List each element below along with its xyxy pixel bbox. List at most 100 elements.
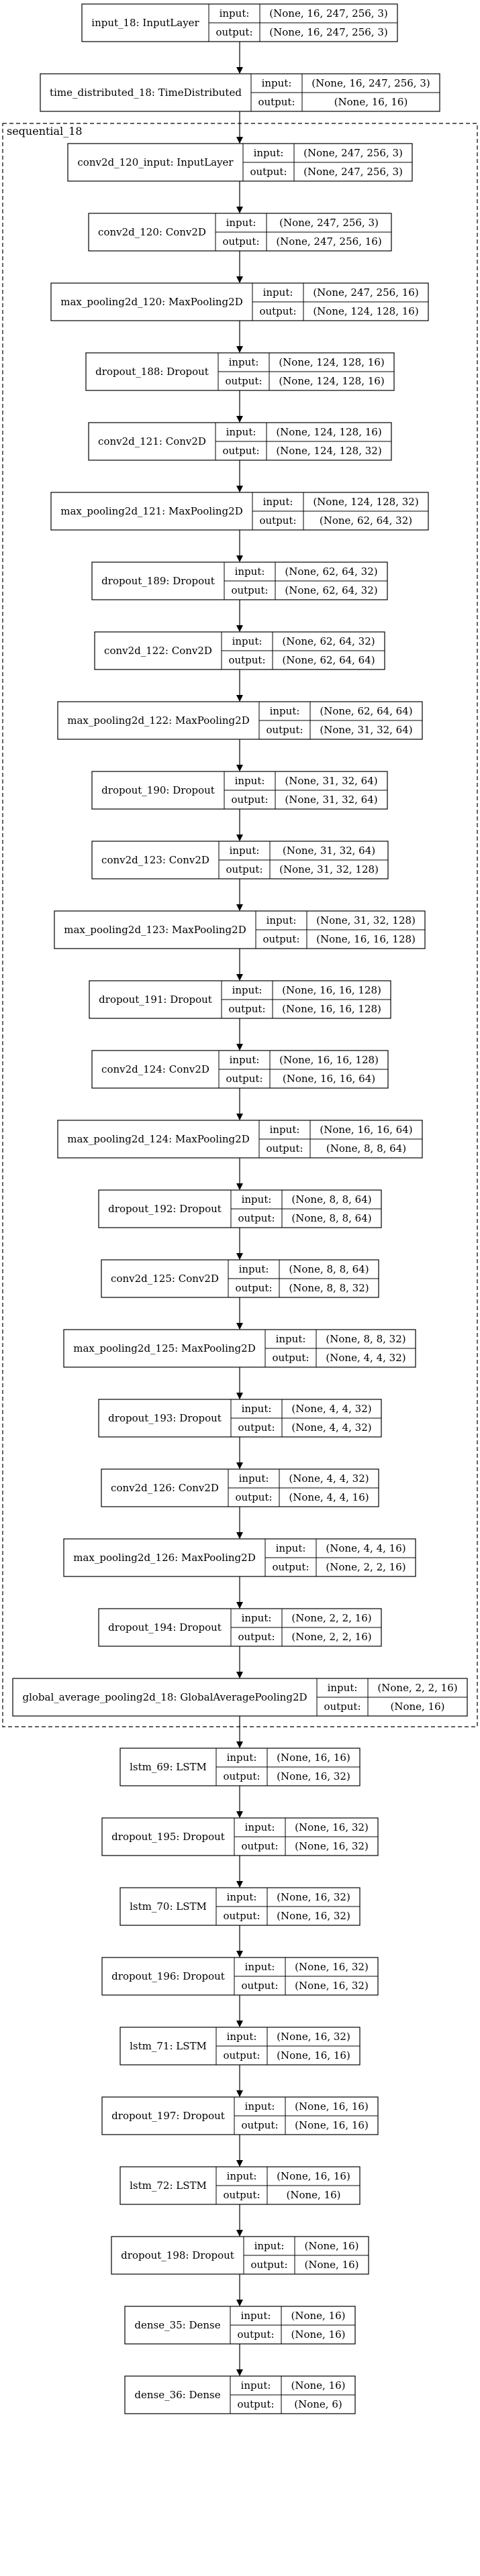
output-shape: (None, 16): [390, 1701, 444, 1713]
output-shape: (None, 16, 16): [277, 2049, 350, 2061]
input-label: input:: [270, 705, 300, 717]
output-label: output:: [223, 1770, 260, 1782]
layer-node: time_distributed_18: TimeDistributed inpu…: [40, 73, 440, 112]
input-label: input:: [254, 2240, 285, 2252]
layer-node: dropout_192: Dropoutinput:output:(None, …: [98, 1189, 382, 1228]
input-label: input:: [242, 1612, 272, 1624]
layer-node: dropout_189: Dropoutinput:output:(None, …: [91, 561, 388, 600]
output-shape: (None, 2, 2, 16): [326, 1561, 405, 1573]
layer-node: dropout_196: Dropoutinput:output:(None, …: [101, 1957, 379, 1996]
input-shape: (None, 31, 32, 128): [316, 914, 416, 926]
layer-name: dropout_196: Dropout: [111, 1970, 225, 1982]
layer-name: dropout_188: Dropout: [95, 366, 209, 378]
input-label: input:: [267, 914, 297, 926]
layer-node: dropout_198: Dropoutinput:output:(None, …: [111, 2236, 369, 2275]
input-label: input:: [232, 635, 262, 647]
layer-name: max_pooling2d_121: MaxPooling2D: [60, 505, 242, 517]
layer-name: max_pooling2d_120: MaxPooling2D: [60, 296, 242, 308]
output-shape: (None, 2, 2, 16): [291, 1631, 371, 1643]
layer-name: max_pooling2d_126: MaxPooling2D: [73, 1552, 255, 1564]
input-shape: (None, 124, 128, 16): [276, 426, 381, 438]
output-label: output:: [250, 2259, 287, 2271]
input-shape: (None, 16, 32): [295, 1821, 369, 1833]
input-label: input:: [242, 1193, 272, 1205]
layer-name: dense_35: Dense: [134, 2319, 220, 2331]
output-shape: (None, 124, 128, 16): [279, 375, 384, 387]
layer-name: global_average_pooling2d_18: GlobalAvera…: [22, 1691, 307, 1703]
output-label: output:: [215, 26, 252, 38]
layer-name: dropout_193: Dropout: [108, 1412, 222, 1424]
layer-name: conv2d_123: Conv2D: [101, 854, 209, 866]
output-label: output:: [238, 1212, 275, 1224]
output-label: output:: [222, 235, 259, 248]
input-label: input:: [226, 217, 256, 229]
input-label: input:: [263, 496, 293, 508]
layer-node: dropout_197: Dropoutinput:output:(None, …: [101, 2096, 379, 2135]
output-shape: (None, 8, 8, 64): [291, 1212, 371, 1224]
output-label: output:: [324, 1701, 361, 1713]
output-shape: (None, 8, 8, 32): [289, 1282, 369, 1294]
output-label: output:: [223, 1910, 260, 1922]
layer-name: input_18: InputLayer: [91, 17, 199, 29]
layer-node: max_pooling2d_124: MaxPooling2Dinput:out…: [57, 1120, 423, 1159]
input-shape: (None, 16, 16): [277, 2170, 350, 2182]
input-shape: (None, 2, 2, 16): [377, 1682, 457, 1694]
layer-node: input_18: InputLayer input: output: (None, …: [81, 3, 398, 42]
output-label: output:: [250, 166, 287, 178]
layer-name: time_distributed_18: TimeDistributed: [50, 87, 242, 99]
layer-name: dropout_190: Dropout: [101, 784, 215, 796]
output-label: output:: [235, 1491, 272, 1503]
output-shape: (None, 62, 64, 32): [285, 584, 377, 596]
layer-name: dropout_198: Dropout: [121, 2249, 234, 2261]
output-label: output:: [241, 2119, 278, 2131]
input-label: input:: [220, 7, 250, 19]
input-label: input:: [276, 1333, 306, 1345]
layer-name: max_pooling2d_123: MaxPooling2D: [64, 924, 246, 936]
layer-name: conv2d_126: Conv2D: [111, 1482, 219, 1494]
input-shape: (None, 16, 16): [295, 2100, 369, 2112]
input-shape: (None, 16, 16, 64): [320, 1124, 412, 1136]
input-shape: (None, 4, 4, 32): [289, 1472, 369, 1485]
input-shape: (None, 16, 16, 128): [279, 1054, 379, 1066]
output-shape: (None, 16, 16): [295, 2119, 369, 2131]
output-label: output:: [226, 1073, 262, 1085]
input-shape: (None, 247, 256, 3): [303, 147, 403, 159]
input-shape: (None, 16, 247, 256, 3): [269, 7, 387, 19]
layer-node: dropout_188: Dropoutinput:output:(None, …: [85, 352, 395, 391]
layer-name: conv2d_122: Conv2D: [104, 645, 212, 657]
output-shape: (None, 6): [294, 2398, 342, 2410]
output-shape: (None, 16, 16): [334, 96, 408, 108]
output-label: output:: [266, 724, 303, 736]
input-label: input:: [262, 77, 292, 89]
input-shape: (None, 8, 8, 64): [289, 1263, 369, 1275]
layer-node: max_pooling2d_125: MaxPooling2Dinput:out…: [63, 1329, 416, 1368]
input-label: input:: [230, 1054, 260, 1066]
input-label: input:: [232, 984, 262, 996]
input-shape: (None, 2, 2, 16): [291, 1612, 371, 1624]
output-shape: (None, 124, 128, 32): [276, 445, 381, 457]
output-label: output:: [231, 584, 268, 596]
nodes: input_18: InputLayer input: output: (None, …: [12, 3, 468, 2414]
layer-name: dense_36: Dense: [134, 2389, 220, 2401]
output-shape: (None, 16, 32): [295, 1840, 369, 1852]
layer-name: conv2d_120: Conv2D: [98, 226, 206, 238]
input-label: input:: [235, 775, 265, 787]
cluster-label: sequential_18: [7, 125, 83, 138]
input-label: input:: [239, 1263, 269, 1275]
input-label: input:: [328, 1682, 358, 1694]
layer-name: lstm_70: LSTM: [130, 1900, 207, 1913]
input-shape: (None, 16, 247, 256, 3): [311, 77, 430, 89]
layer-name: dropout_191: Dropout: [99, 994, 212, 1006]
output-label: output:: [228, 1003, 265, 1015]
output-label: output:: [238, 1421, 275, 1434]
